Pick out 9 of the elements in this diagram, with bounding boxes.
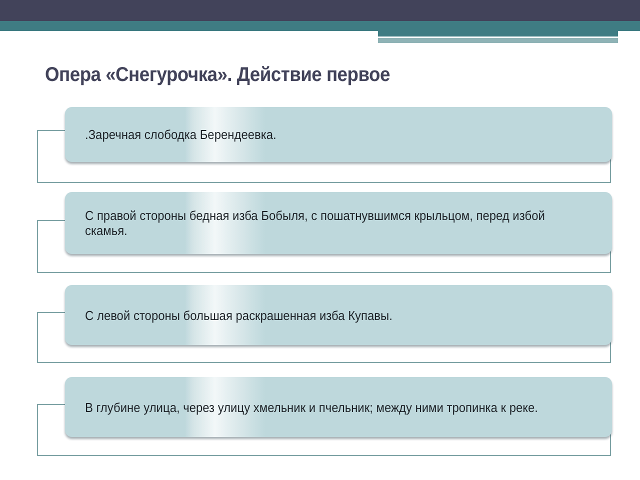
card-text: С правой стороны бедная изба Бобыля, с пошатнувшимся крыльцом, перед избой скамья. (85, 208, 546, 238)
card-text: С левой стороны большая раскрашенная изба Купавы. (85, 308, 394, 322)
text-card (65, 107, 612, 162)
card-text: В глубине улица, через улицу хмельник и пчельник; между ними тропинка к реке. (85, 400, 539, 414)
slide-title: Опера «Снегурочка». Действие первое (45, 64, 390, 87)
text-card (65, 285, 612, 345)
card-text: .Заречная слободка Берендеевка. (85, 127, 278, 142)
text-card (65, 377, 612, 437)
text-card (65, 192, 612, 254)
